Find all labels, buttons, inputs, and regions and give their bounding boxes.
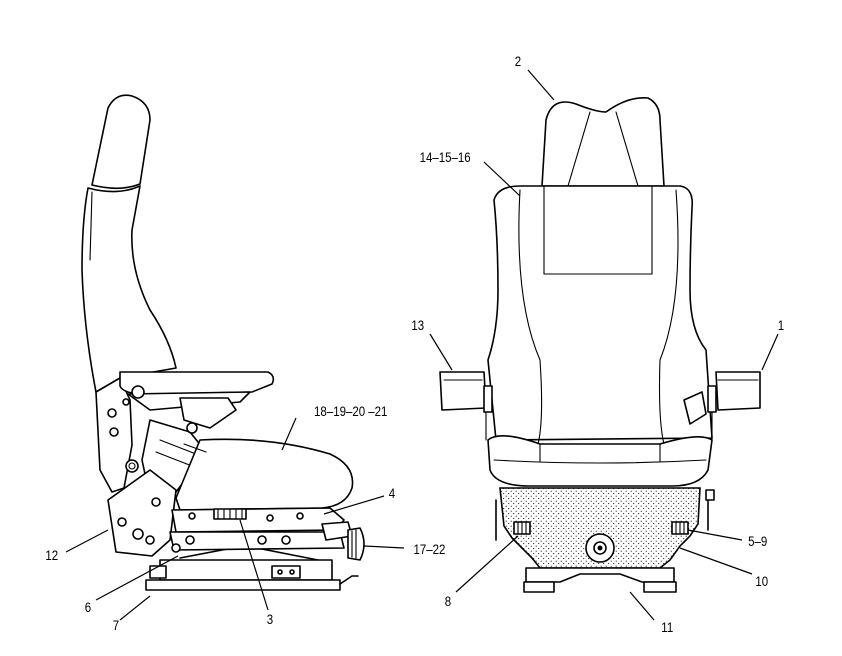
front-left-armrest [439, 371, 487, 411]
callout-10: 10 [755, 573, 768, 589]
leader-lines [65, 69, 779, 621]
callout-5-9: 5–9 [748, 533, 767, 549]
side-seat-cushion [175, 438, 354, 511]
callout-1: 1 [778, 317, 784, 333]
side-armrest [119, 371, 275, 396]
front-backrest [487, 185, 713, 441]
callout-2: 2 [515, 53, 521, 69]
front-base [525, 567, 675, 583]
callout-11: 11 [661, 619, 673, 635]
callout-14-15-16: 14–15–16 [420, 149, 471, 165]
side-headrest [91, 94, 151, 190]
callout-12: 12 [45, 547, 58, 563]
callout-17-22: 17–22 [414, 541, 446, 557]
callout-6: 6 [85, 599, 91, 615]
seat-side-view [81, 94, 365, 591]
front-headrest [541, 96, 665, 187]
callout-labels: 2 14–15–16 13 1 18–19–20 –21 4 17–22 12 … [45, 53, 784, 635]
side-backrest [81, 185, 177, 393]
callout-3: 3 [267, 611, 273, 627]
side-bracket-plate [107, 469, 177, 557]
callout-13: 13 [411, 317, 424, 333]
callout-4: 4 [389, 485, 395, 501]
callout-18-19-20-21: 18–19–20 –21 [314, 403, 387, 419]
callout-7: 7 [113, 617, 119, 633]
front-seat-cushion [487, 435, 713, 487]
front-right-armrest [715, 371, 761, 411]
callout-8: 8 [445, 593, 451, 609]
side-suspension-frame [171, 507, 345, 533]
side-base-rail [159, 559, 333, 581]
seat-front-view [439, 96, 761, 593]
